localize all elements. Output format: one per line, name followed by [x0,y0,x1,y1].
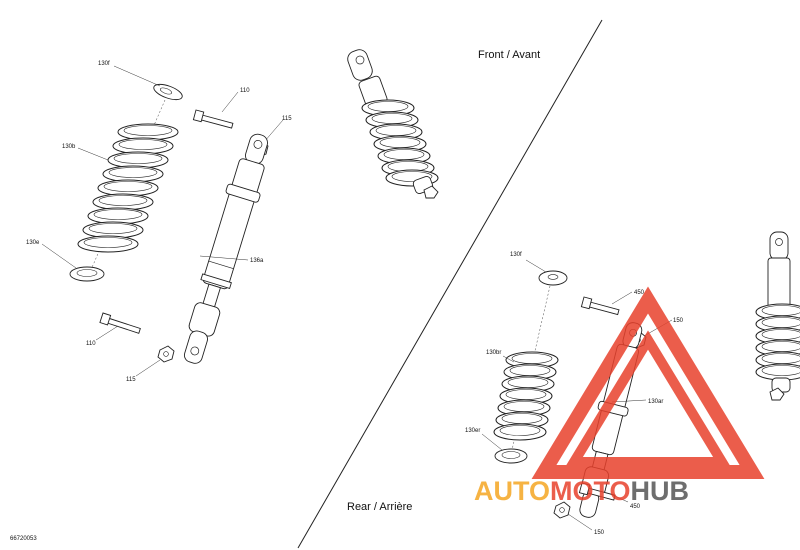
callout-left-spring-guide: 130e [26,240,40,246]
rear-spring-seat-part [538,270,568,286]
rear-top-bolt-part [580,296,620,316]
callout-left-bolt-top: 110 [240,88,250,94]
callout-right-bolt-bottom: 450 [630,504,641,510]
callout-right-shock: 130ar [648,399,663,405]
callout-left-spring: 130b [62,144,76,150]
left-exploded-assembly: 130f 130b 130e 110 [26,61,292,383]
coil-spring-part [77,123,179,253]
drawing-number: 66720053 [10,536,37,542]
callout-left-nut-top: 115 [282,116,292,122]
top-bolt-part [192,109,234,129]
rear-bottom-bolt-part [578,482,616,501]
callout-right-spring-seat: 130f [510,252,522,258]
shock-absorber-part [183,133,268,364]
callout-left-spring-seat: 130f [98,61,110,67]
rear-spring-guide-part [494,448,528,464]
bottom-nut-part [157,345,175,363]
callout-right-nut-top: 150 [673,318,684,324]
callout-right-spring: 130br [486,350,501,356]
rear-bottom-nut-part [553,501,571,519]
rear-coil-spring-part [493,351,559,441]
automotohub-watermark-logo: AUTOMOTOHUB [474,286,765,506]
callout-left-bolt-bottom: 110 [86,341,96,347]
rear-shock-assembly [755,231,800,401]
bottom-bolt-part [99,312,141,334]
callout-right-spring-guide: 130er [465,428,480,434]
section-title-rear: Rear / Arrière [347,501,412,513]
svg-text:AUTOMOTOHUB: AUTOMOTOHUB [474,476,689,506]
spring-seat-part [153,83,183,101]
callout-right-bolt-top: 450 [634,290,645,296]
section-divider [297,19,603,549]
front-shock-assembly [347,49,439,199]
spring-guide-part [69,266,105,282]
callout-left-nut-bottom: 115 [126,377,136,383]
section-title-front: Front / Avant [478,49,540,61]
callout-right-nut-bottom: 150 [594,530,605,536]
callout-left-shock: 136a [250,258,264,264]
